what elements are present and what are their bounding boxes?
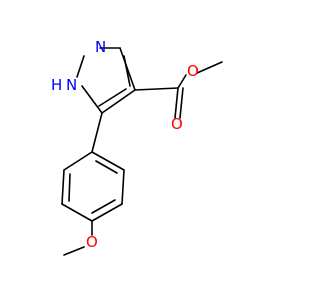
structure-canvas: N H N O O O [51, 38, 223, 256]
bond-c5-n1h [81, 85, 103, 114]
bond-ph3-ph4-inner [91, 199, 116, 214]
bond-ph1-ph2 [91, 151, 125, 171]
bond-c-oester [177, 74, 187, 89]
bond-nh-n1 [76, 55, 85, 78]
molecule-diagram: N H N O O O [51, 38, 223, 256]
atom-o-methoxy-label: O [86, 233, 98, 251]
bond-ph6-ph1 [63, 151, 93, 171]
bond-ph5-ph6 [61, 169, 65, 205]
bond-ph1-ph2-inner [95, 160, 118, 174]
bond-ph2-ph3 [121, 169, 125, 205]
atom-n1-label: N [95, 38, 106, 56]
atom-nh-hydrogen-label: H [51, 76, 62, 94]
bond-ph5-ph6-inner [68, 173, 71, 202]
bond-c4-c5 [101, 89, 136, 114]
bond-ph4-ph5 [61, 203, 93, 222]
bond-carbonyl-o [174, 87, 179, 119]
bond-carbonyl-o-double [179, 87, 184, 119]
bond-c5-phenyl [91, 112, 103, 153]
bond-c3-c4 [119, 47, 136, 91]
atom-nh-nitrogen-label: N [66, 76, 77, 94]
atom-o-ester-label: O [187, 62, 199, 80]
bond-c5-c4-inner [98, 88, 127, 107]
bond-oester-methyl [196, 61, 223, 74]
bond-ph3-ph4 [91, 203, 123, 222]
bond-omethoxy-methyl [63, 246, 85, 256]
bond-c4-ccarbonyl [134, 87, 179, 91]
atom-o-carbonyl-label: O [171, 115, 183, 133]
bond-c3-c4-inner [123, 55, 131, 87]
